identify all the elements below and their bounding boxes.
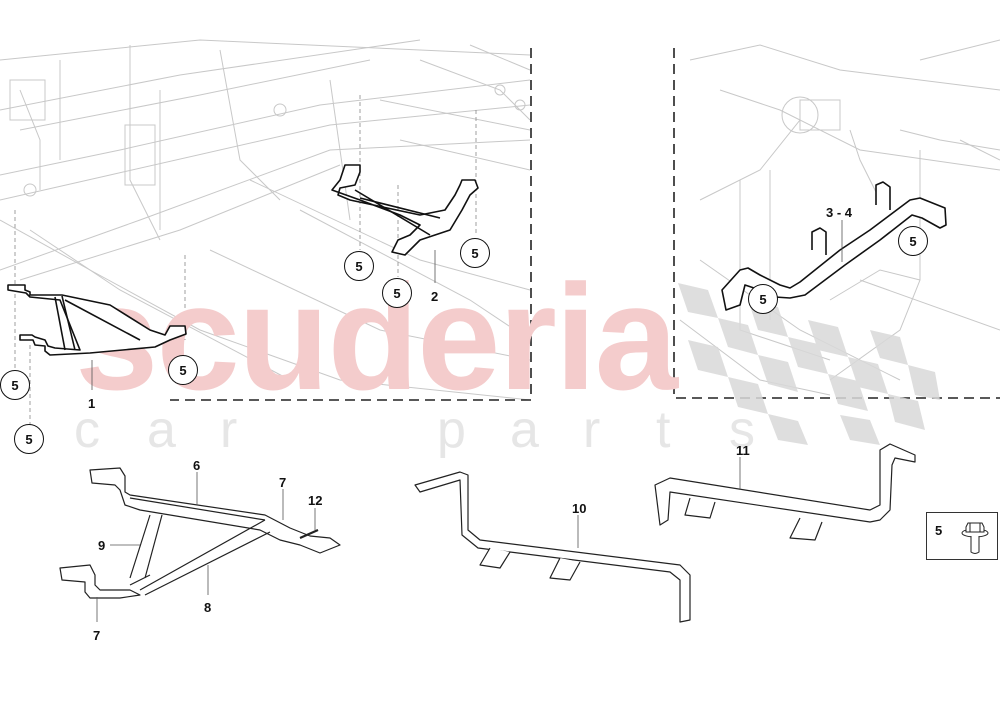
part-2-bracket xyxy=(331,164,479,256)
part-label-6[interactable]: 6 xyxy=(193,458,201,473)
part-label-7[interactable]: 7 xyxy=(93,628,101,643)
callout-part-5[interactable]: 5 xyxy=(382,278,412,308)
part-label-1[interactable]: 1 xyxy=(88,396,96,411)
watermark-letter: a xyxy=(510,401,539,459)
watermark-letter: r xyxy=(220,401,238,459)
watermark-letter: s xyxy=(729,401,755,459)
part-1-bracket xyxy=(7,284,187,356)
part-label-3-4[interactable]: 3 - 4 xyxy=(826,205,853,220)
legend-part-number: 5 xyxy=(935,523,943,538)
part-label-9[interactable]: 9 xyxy=(98,538,106,553)
callout-part-5[interactable]: 5 xyxy=(748,284,778,314)
part-label-10[interactable]: 10 xyxy=(572,501,587,516)
part-11-bracket xyxy=(654,443,916,541)
callout-part-5[interactable]: 5 xyxy=(460,238,490,268)
watermark-letter: t xyxy=(656,401,671,459)
part-label-12[interactable]: 12 xyxy=(308,493,323,508)
watermark-letter: a xyxy=(147,401,176,459)
callout-part-5[interactable]: 5 xyxy=(0,370,30,400)
watermark-letter: p xyxy=(437,401,466,459)
watermark-letter: r xyxy=(583,401,601,459)
bolt-icon xyxy=(961,522,989,554)
callout-part-5[interactable]: 5 xyxy=(168,355,198,385)
part-3-4-bracket xyxy=(721,181,947,311)
watermark-letter: c xyxy=(74,401,100,459)
part-label-2[interactable]: 2 xyxy=(431,289,439,304)
callout-part-5[interactable]: 5 xyxy=(898,226,928,256)
part-label-7[interactable]: 7 xyxy=(279,475,287,490)
part-label-8[interactable]: 8 xyxy=(204,600,212,615)
part-label-11[interactable]: 11 xyxy=(736,443,750,458)
legend-part-5[interactable]: 5 xyxy=(926,512,998,560)
part-6-9-assembly xyxy=(59,467,341,599)
callout-part-5[interactable]: 5 xyxy=(344,251,374,281)
callout-part-5[interactable]: 5 xyxy=(14,424,44,454)
part-10-bracket xyxy=(414,471,691,623)
